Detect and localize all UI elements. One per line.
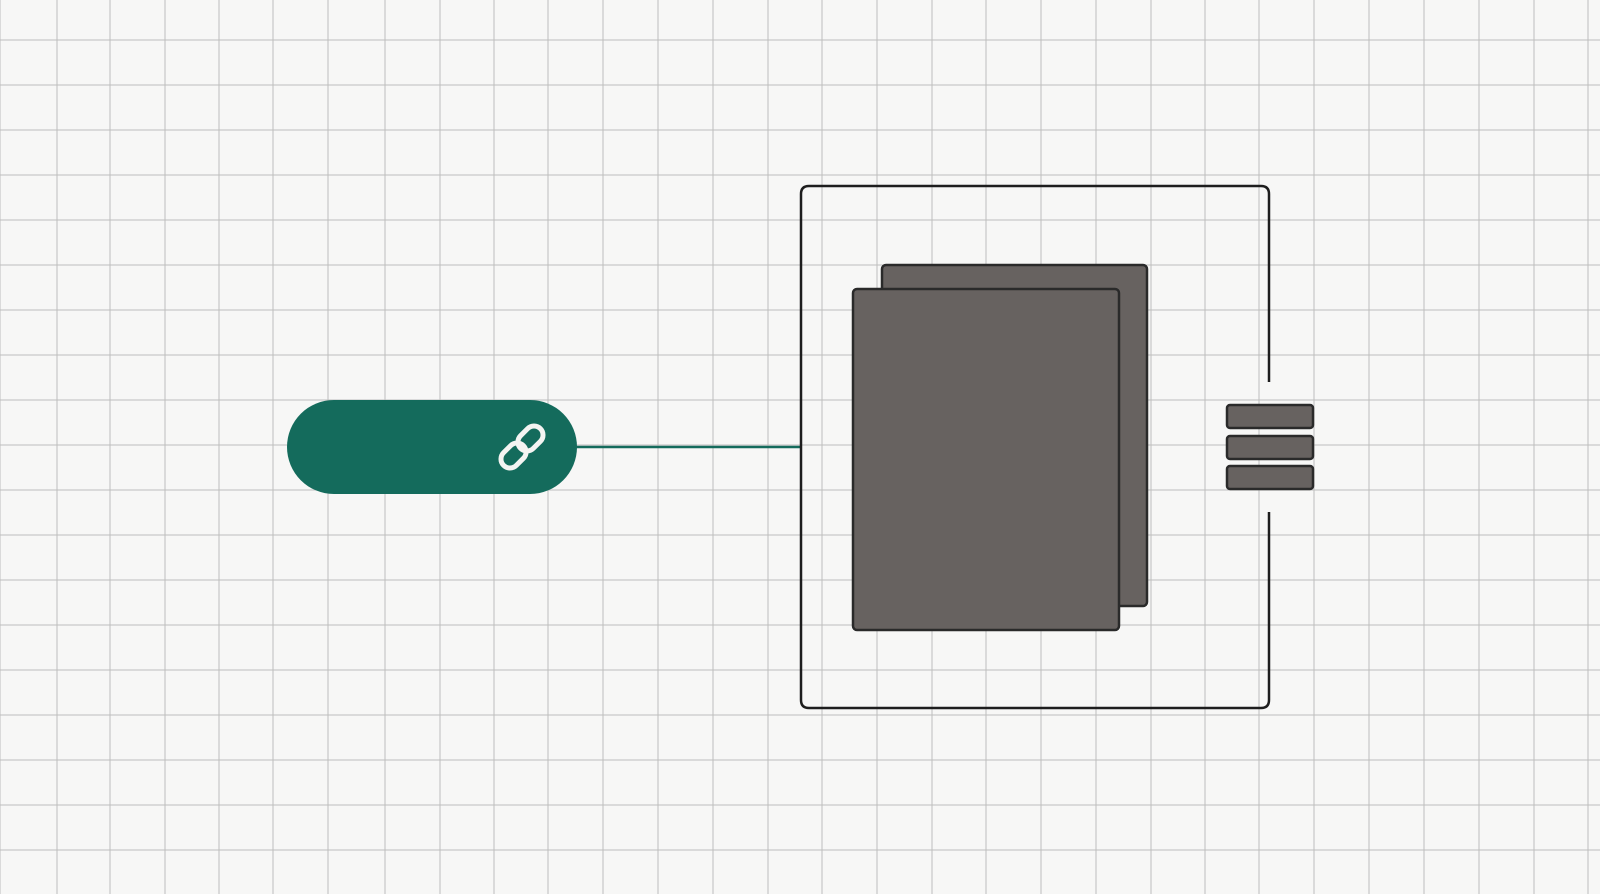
document-frame [799, 184, 1271, 710]
menu-bar-middle [1225, 434, 1315, 461]
menu-bar-top [1225, 403, 1315, 430]
stacked-documents-icon [851, 263, 1149, 632]
chain-link-icon [498, 423, 546, 471]
frame-outline [799, 184, 1271, 710]
link-pill-shape [287, 400, 577, 494]
menu-bar-bottom [1225, 464, 1315, 491]
hamburger-menu-icon[interactable] [1225, 403, 1315, 491]
document-front [851, 287, 1121, 632]
link-pill[interactable] [287, 400, 577, 494]
